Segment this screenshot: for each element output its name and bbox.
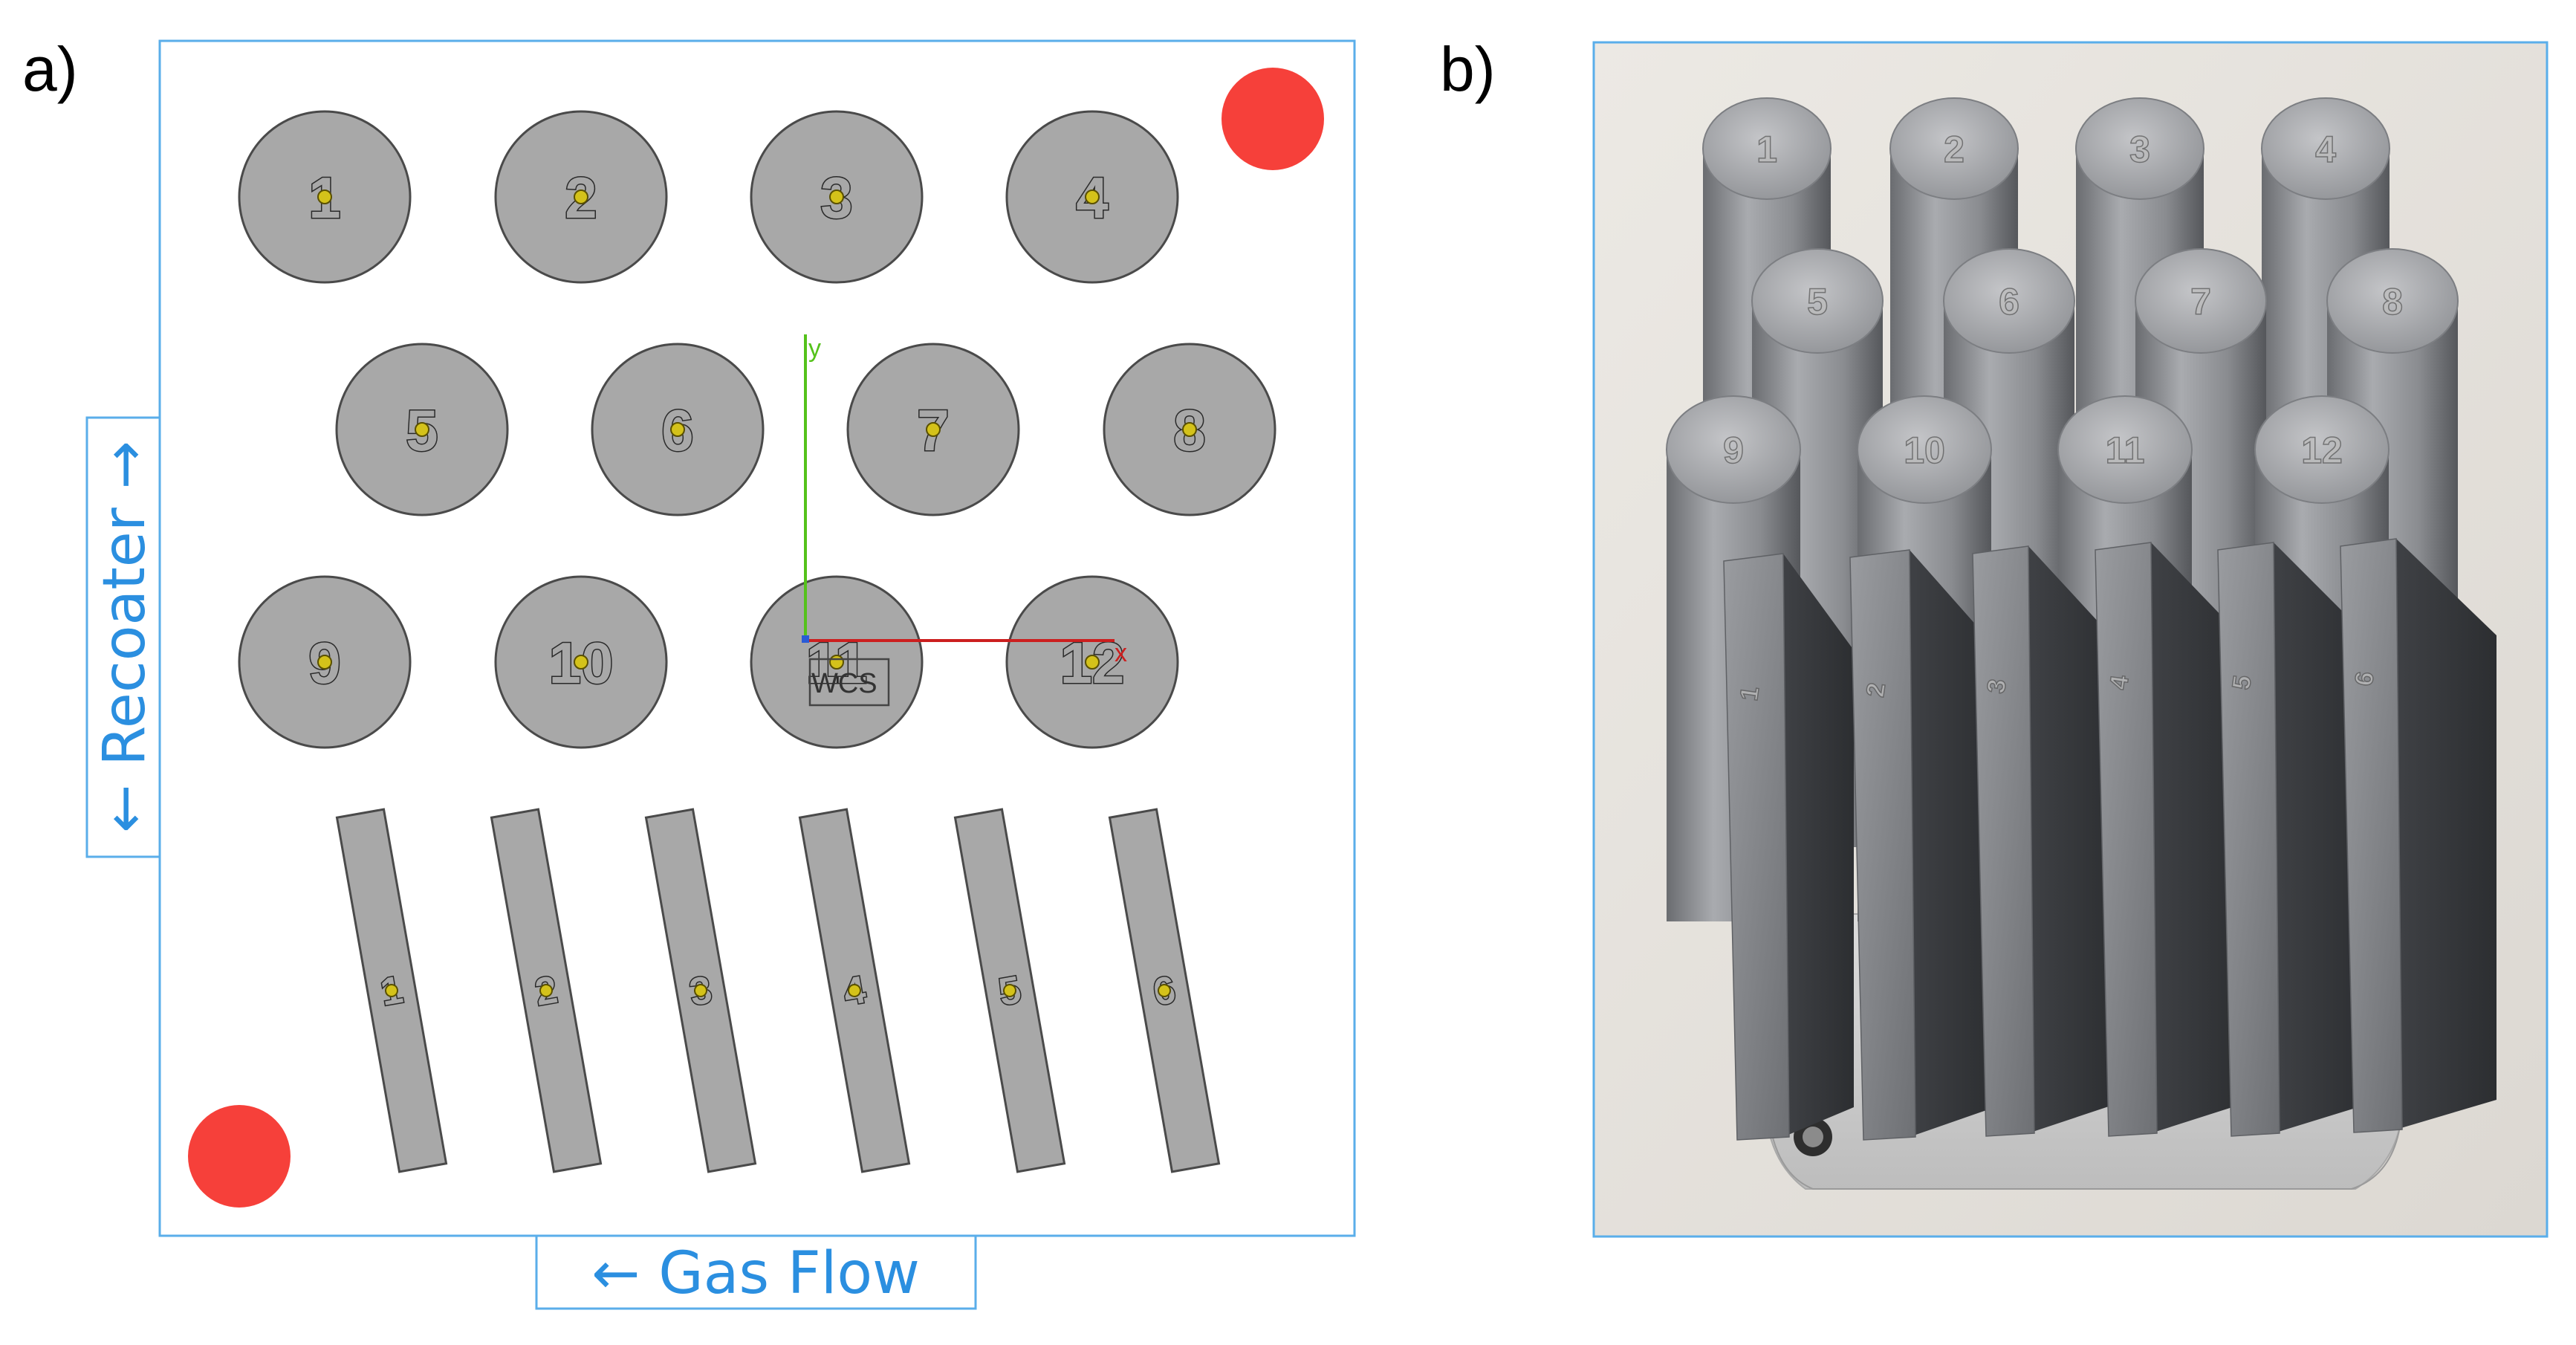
- cylinder-top: [1889, 97, 2019, 200]
- cylinder-top: [2261, 97, 2390, 200]
- build-plate-diagram: ← Recoater → ← Gas Flow 123456789101112 …: [85, 39, 1356, 1310]
- cylinder-12: 12: [1005, 575, 1179, 749]
- plate-edge: [2340, 538, 2403, 1133]
- cylinder-2: 2: [494, 110, 668, 284]
- reference-dot-top-right: [1222, 68, 1324, 170]
- cylinder-top: [2135, 248, 2267, 354]
- plate-edge: [1972, 545, 2035, 1137]
- cylinder-engraving: 8: [2382, 281, 2403, 323]
- plate-3: 3: [644, 808, 757, 1173]
- cylinder-11: 11: [750, 575, 924, 749]
- gas-flow-indicator: ← Gas Flow: [535, 1234, 977, 1310]
- center-marker: [829, 189, 844, 204]
- center-marker: [574, 655, 588, 670]
- center-marker: [694, 984, 707, 997]
- cylinder-9: 9: [238, 575, 412, 749]
- photo-plate-6: 6: [2340, 538, 2496, 1133]
- plate-6: 6: [1108, 808, 1221, 1173]
- center-marker: [1085, 655, 1100, 670]
- cylinder-top: [2326, 248, 2459, 354]
- center-marker: [829, 655, 844, 670]
- plate-side: [2396, 539, 2496, 1130]
- cylinder-5: 5: [335, 343, 509, 516]
- cylinder-top: [1666, 395, 1801, 504]
- cylinder-engraving: 12: [2301, 430, 2343, 471]
- center-marker: [1182, 422, 1197, 437]
- cylinder-6: 6: [591, 343, 765, 516]
- center-marker: [385, 984, 398, 997]
- center-marker: [848, 984, 861, 997]
- coordinate-system: y x WCS: [802, 334, 1127, 707]
- cylinder-1: 1: [238, 110, 412, 284]
- center-marker: [1158, 984, 1171, 997]
- plate-edge: [1849, 549, 1916, 1141]
- plate-2: 2: [490, 808, 603, 1173]
- center-marker: [317, 655, 332, 670]
- cylinder-engraving: 7: [2190, 281, 2211, 323]
- y-axis-label: y: [808, 334, 821, 363]
- cylinder-engraving: 9: [1723, 430, 1744, 471]
- center-marker: [574, 189, 588, 204]
- center-marker: [415, 422, 429, 437]
- photo-plate-2: 2: [1849, 549, 1995, 1141]
- cylinder-engraving: 3: [2129, 129, 2150, 170]
- cylinder-engraving: 10: [1904, 430, 1945, 471]
- center-marker: [1085, 189, 1100, 204]
- plate-side: [1783, 554, 1854, 1137]
- origin-marker: [802, 635, 809, 643]
- recoater-label: ← Recoater →: [91, 441, 158, 833]
- cylinder-top: [2057, 395, 2193, 504]
- center-marker: [1003, 984, 1016, 997]
- cylinder-top: [1702, 97, 1832, 200]
- cylinder-3: 3: [750, 110, 924, 284]
- cylinder-engraving: 4: [2315, 129, 2336, 170]
- center-marker: [539, 984, 553, 997]
- center-marker: [670, 422, 685, 437]
- plate-4: 4: [798, 808, 911, 1173]
- plate-1: 1: [335, 808, 448, 1173]
- center-marker: [926, 422, 941, 437]
- cylinder-4: 4: [1005, 110, 1179, 284]
- gas-flow-label: ← Gas Flow: [591, 1240, 920, 1307]
- cylinder-top: [1751, 248, 1884, 354]
- plate-side: [2028, 546, 2118, 1133]
- plate-5: 5: [953, 808, 1066, 1173]
- cylinder-top: [2254, 395, 2390, 504]
- cylinder-engraving: 1: [1756, 129, 1777, 170]
- cylinder-number: 7: [917, 398, 949, 463]
- wcs-box: [808, 658, 890, 707]
- cylinder-engraving: 5: [1807, 281, 1828, 323]
- recoater-indicator: ← Recoater →: [85, 416, 161, 858]
- plate-edge: [2095, 542, 2158, 1137]
- wcs-label: WCS: [811, 668, 877, 699]
- cylinder-engraving: 2: [1944, 129, 1965, 170]
- photo-plate-1: 1: [1723, 553, 1854, 1141]
- cylinder-number: 6: [661, 398, 693, 463]
- center-marker: [317, 189, 332, 204]
- cylinder-engraving: 6: [1999, 281, 2019, 323]
- reference-dot-bottom-left: [188, 1105, 291, 1208]
- plate-side: [1910, 550, 1995, 1137]
- panel-a-label: a): [22, 34, 78, 104]
- cylinder-engraving: 11: [2106, 430, 2145, 471]
- x-axis-label: x: [1115, 639, 1127, 667]
- cylinder-top: [2075, 97, 2204, 200]
- cylinder-top: [1943, 248, 2075, 354]
- cylinder-7: 7: [846, 343, 1020, 516]
- panel-b-label: b): [1440, 34, 1496, 104]
- plate-edge: [1723, 553, 1790, 1141]
- cylinder-top: [1857, 395, 1992, 504]
- photo-plate-3: 3: [1972, 545, 2118, 1137]
- cylinder-10: 10: [494, 575, 668, 749]
- plate-edge: [2217, 542, 2280, 1137]
- cylinder-8: 8: [1103, 343, 1276, 516]
